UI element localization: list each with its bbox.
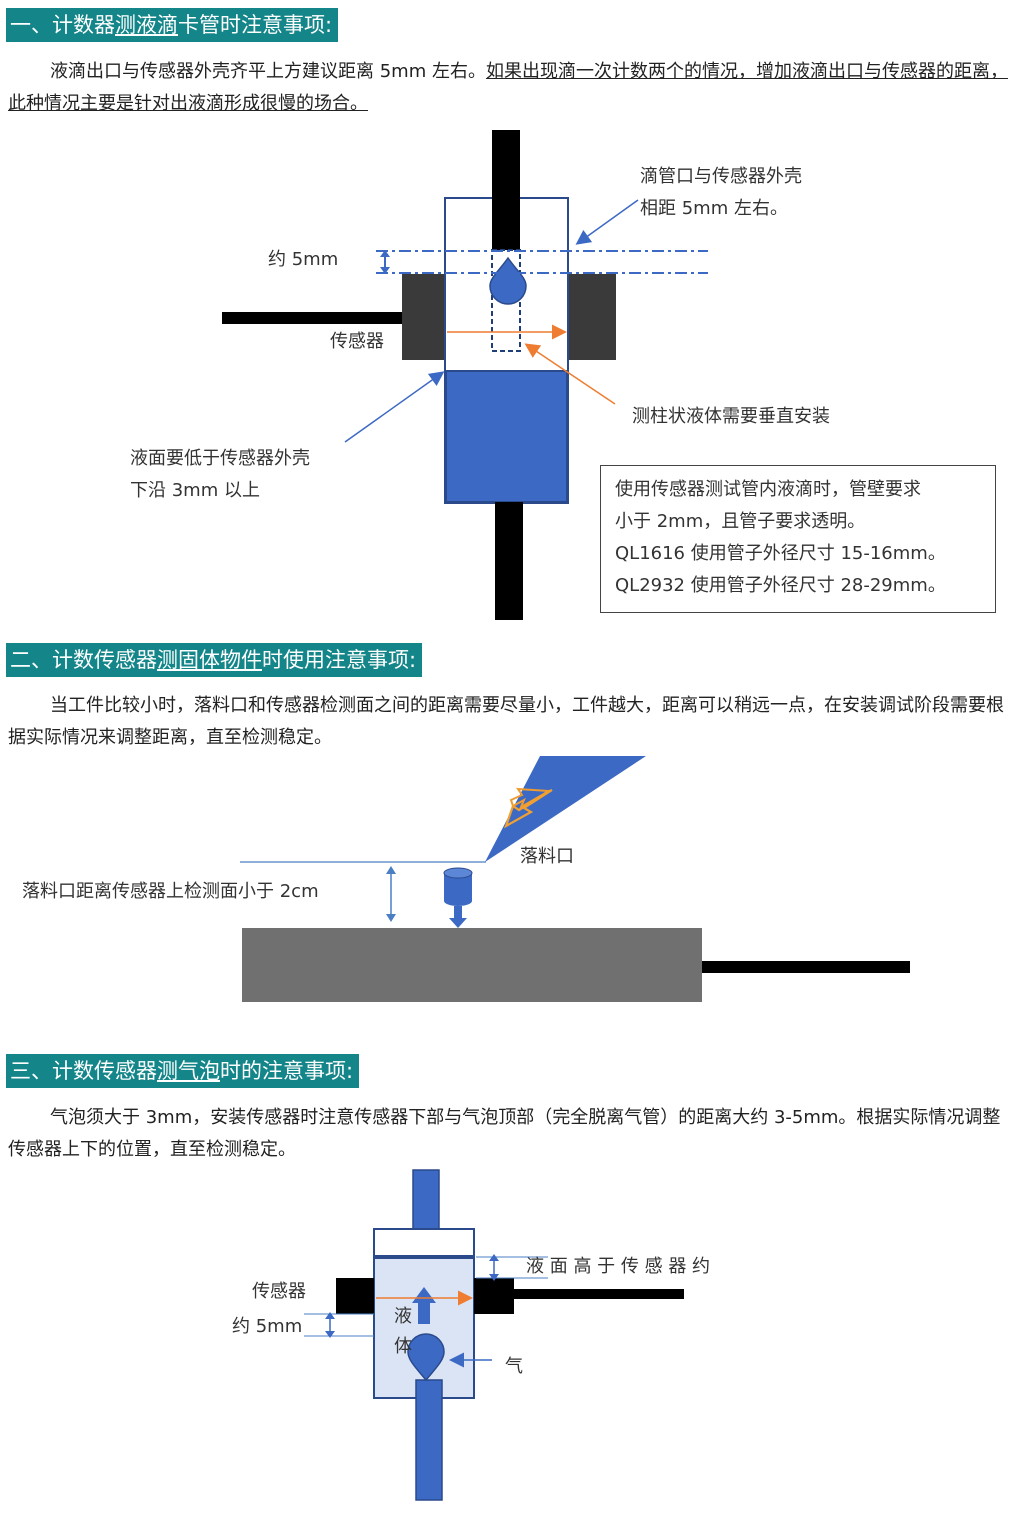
sensor-cable <box>222 312 404 324</box>
outlet-tube-bottom <box>495 502 523 620</box>
sensor-label: 传感器 <box>252 1281 306 1302</box>
chute-label: 落料口 <box>520 846 574 867</box>
tip-distance-label-1: 滴管口与传感器外壳 <box>640 166 802 187</box>
gap-5mm-arrow <box>325 1312 335 1338</box>
sensor-housing-left <box>336 1278 374 1314</box>
section2-paragraph: 当工件比较小时，落料口和传感器检测面之间的距离需要尽量小，工件越大，距离可以稍远… <box>8 690 1012 754</box>
tip-distance-label-2: 相距 5mm 左右。 <box>640 198 788 219</box>
sensor-label: 传感器 <box>330 331 384 352</box>
section1-para-plain: 液滴出口与传感器外壳齐平上方建议距离 5mm 左右。 <box>50 61 486 82</box>
note-line: QL2932 使用管子外径尺寸 28-29mm。 <box>615 575 946 596</box>
section2-heading: 二、计数传感器测固体物件时使用注意事项: <box>6 643 423 677</box>
solid-object-diagram <box>240 756 910 1002</box>
section1-heading-prefix: 一、计数器 <box>10 13 115 37</box>
section3-para-text: 气泡须大于 3mm，安装传感器时注意传感器下部与气泡顶部（完全脱离气管）的距离大… <box>8 1107 1001 1160</box>
sensor-housing-right <box>474 1278 514 1314</box>
section2-heading-suffix: 时使用注意事项: <box>262 648 417 672</box>
tube-requirements-note: 使用传感器测试管内液滴时，管壁要求 小于 2mm，且管子要求透明。 QL1616… <box>600 465 996 613</box>
vertical-install-label: 测柱状液体需要垂直安装 <box>632 406 830 427</box>
gap-5mm-label: 约 5mm <box>268 249 339 270</box>
fall-direction-arrow <box>449 906 467 928</box>
sensor-housing-left <box>402 274 446 360</box>
section1-paragraph: 液滴出口与传感器外壳齐平上方建议距离 5mm 左右。如果出现滴一次计数两个的情况… <box>8 56 1012 120</box>
chute-distance-label: 落料口距离传感器上检测面小于 2cm <box>22 881 319 902</box>
note-line: 小于 2mm，且管子要求透明。 <box>615 511 866 532</box>
section3-heading-underlined: 测气泡 <box>157 1059 220 1083</box>
sensor-cable <box>702 961 910 973</box>
drop-counter-diagram <box>222 130 708 620</box>
section2-heading-prefix: 二、计数传感器 <box>10 648 157 672</box>
gas-label: 气 <box>505 1356 523 1377</box>
liquid-drop <box>489 256 527 305</box>
note-line: QL1616 使用管子外径尺寸 15-16mm。 <box>615 543 946 564</box>
bubble-detection-diagram <box>304 1169 684 1501</box>
note-line: 使用传感器测试管内液滴时，管壁要求 <box>615 479 921 500</box>
section1-heading-suffix: 卡管时注意事项: <box>178 13 333 37</box>
section3-heading-prefix: 三、计数传感器 <box>10 1059 157 1083</box>
dropper-tube-top <box>492 130 520 250</box>
feed-chute <box>485 756 646 862</box>
liquid-level-label-2: 下沿 3mm 以上 <box>130 480 260 501</box>
tube-cap <box>373 1228 475 1257</box>
liquid-label-2: 体 <box>394 1336 412 1357</box>
level-gap-arrow <box>489 1254 499 1281</box>
section3-heading-suffix: 时的注意事项: <box>220 1059 354 1083</box>
air-bubble <box>407 1333 445 1382</box>
sensor-cable <box>514 1289 684 1299</box>
liquid-label-1: 液 <box>394 1306 412 1327</box>
section1-heading-underlined: 测液滴 <box>115 13 178 37</box>
liquid-level-pointer <box>344 371 445 443</box>
sensor-body <box>242 928 702 1002</box>
section1-para-underlined: 如果出现滴一次计数两个的情况，增加液滴出口与传感器的距离，此种情况主要是针对出液… <box>8 61 1008 114</box>
section1-heading: 一、计数器测液滴卡管时注意事项: <box>6 8 339 42</box>
outlet-tube-bottom <box>415 1379 443 1501</box>
liquid-level-label-1: 液面要低于传感器外壳 <box>130 448 310 469</box>
gap-5mm-label: 约 5mm <box>232 1316 303 1337</box>
section2-heading-underlined: 测固体物件 <box>157 648 262 672</box>
tip-distance-pointer <box>575 199 639 245</box>
section3-heading: 三、计数传感器测气泡时的注意事项: <box>6 1054 360 1088</box>
sensor-housing-right <box>568 274 616 360</box>
vertical-pointer <box>524 343 616 405</box>
chute-direction-arrow <box>509 787 553 810</box>
liquid-level-label: 液 面 高 于 传 感 器 约 <box>526 1256 711 1277</box>
liquid-flow-up-arrow <box>412 1287 436 1324</box>
section2-para-text: 当工件比较小时，落料口和传感器检测面之间的距离需要尽量小，工件越大，距离可以稍远… <box>8 695 1004 748</box>
liquid-column <box>445 370 568 503</box>
section3-paragraph: 气泡须大于 3mm，安装传感器时注意传感器下部与气泡顶部（完全脱离气管）的距离大… <box>8 1102 1012 1166</box>
inlet-tube-top <box>412 1169 440 1231</box>
